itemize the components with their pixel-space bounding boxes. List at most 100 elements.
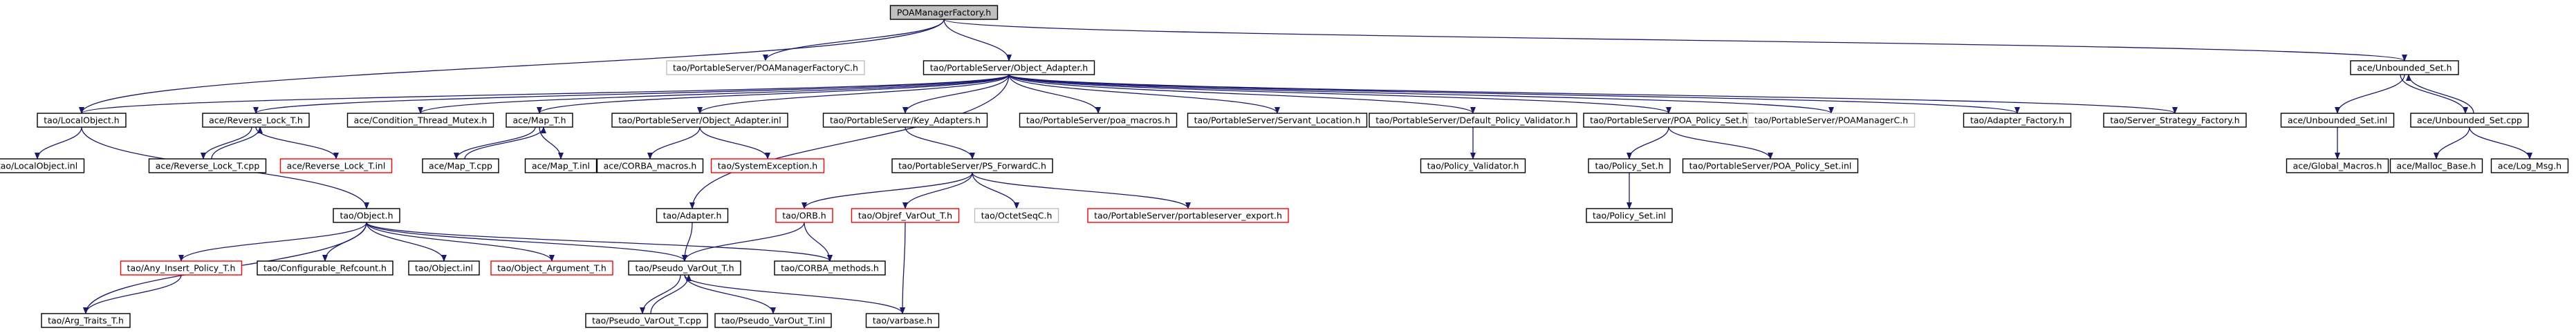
graph-edge-root-to-poamfc — [763, 19, 945, 61]
graph-node-pseudocpp[interactable]: tao/Pseudo_VarOut_T.cpp — [585, 313, 708, 328]
graph-node-label: ace/Reverse_Lock_T.inl — [287, 161, 386, 171]
graph-node-poapolsetinl[interactable]: tao/PortableServer/POA_Policy_Set.inl — [1682, 158, 1859, 173]
graph-edge — [801, 172, 973, 209]
graph-node-oah[interactable]: tao/PortableServer/Object_Adapter.h — [923, 60, 1095, 75]
graph-edge-revlock-to-revlockinl — [255, 126, 339, 160]
graph-node-orbh[interactable]: tao/ORB.h — [775, 208, 833, 223]
graph-node-globalmacros[interactable]: ace/Global_Macros.h — [2286, 158, 2389, 173]
graph-node-box — [524, 158, 597, 173]
graph-node-objecth[interactable]: tao/Object.h — [333, 208, 400, 223]
graph-node-box — [2490, 158, 2569, 173]
graph-edge-objvarout-to-varbase — [900, 222, 906, 314]
graph-edge — [1668, 126, 1773, 160]
graph-edge-unbsetcpp-to-mallocbase — [2434, 126, 2470, 160]
graph-node-revlockcpp[interactable]: ace/Reverse_Lock_T.cpp — [148, 158, 267, 173]
graph-node-localobjinl[interactable]: tao/LocalObject.inl — [0, 158, 85, 173]
graph-edge-objecth-to-objectinl — [366, 222, 447, 262]
graph-node-unbsetinl[interactable]: ace/Unbounded_Set.inl — [2280, 113, 2395, 128]
graph-node-unbset[interactable]: ace/Unbounded_Set.h — [2350, 60, 2459, 75]
graph-node-policysetinl[interactable]: tao/Policy_Set.inl — [1586, 208, 1673, 223]
graph-node-servantloc[interactable]: tao/PortableServer/Servant_Location.h — [1187, 113, 1368, 128]
graph-node-box — [891, 158, 1053, 173]
graph-node-box — [775, 208, 833, 223]
graph-node-logmsg[interactable]: ace/Log_Msg.h — [2490, 158, 2569, 173]
graph-node-varbase[interactable]: tao/varbase.h — [865, 313, 940, 328]
graph-edge — [650, 274, 692, 314]
graph-node-label: tao/Pseudo_VarOut_T.h — [635, 263, 734, 274]
graph-edge-localobj-to-localobjinl — [35, 126, 82, 160]
graph-node-box — [2280, 113, 2395, 128]
graph-node-mapcpp[interactable]: ace/Map_T.cpp — [422, 158, 499, 173]
graph-node-root[interactable]: POAManagerFactory.h — [889, 5, 999, 20]
graph-node-revlock[interactable]: ace/Reverse_Lock_T.h — [202, 113, 310, 128]
graph-node-mapt[interactable]: ace/Map_T.h — [506, 113, 573, 128]
graph-edge — [763, 19, 945, 61]
graph-node-box — [148, 158, 267, 173]
graph-node-box — [422, 158, 499, 173]
graph-node-mallocbase[interactable]: ace/Malloc_Base.h — [2389, 158, 2483, 173]
graph-edge — [366, 222, 687, 262]
graph-edge — [1008, 74, 1476, 114]
graph-edge — [684, 274, 776, 314]
graph-edge — [201, 126, 252, 160]
graph-node-mapinl[interactable]: ace/Map_T.inl — [524, 158, 597, 173]
graph-edge-psfwd-to-octetseq — [972, 172, 1019, 209]
graph-edge — [804, 222, 833, 262]
graph-node-label: tao/PortableServer/Servant_Location.h — [1194, 115, 1361, 126]
graph-node-corbamacros[interactable]: ace/CORBA_macros.h — [596, 158, 704, 173]
graph-node-localobj[interactable]: tao/LocalObject.h — [37, 113, 127, 128]
graph-node-psexport[interactable]: tao/PortableServer/portableserver_export… — [1087, 208, 1289, 223]
graph-node-label: tao/PortableServer/PS_ForwardC.h — [898, 161, 1046, 171]
graph-node-polvalidator[interactable]: tao/Policy_Validator.h — [1420, 158, 1526, 173]
graph-node-sysexc[interactable]: tao/SystemException.h — [710, 158, 825, 173]
graph-node-label: tao/PortableServer/Key_Adapters.h — [830, 115, 981, 126]
graph-edge — [689, 74, 1010, 209]
graph-edge — [682, 222, 805, 262]
graph-node-revlockinl[interactable]: ace/Reverse_Lock_T.inl — [279, 158, 393, 173]
graph-node-defpolval[interactable]: tao/PortableServer/Default_Policy_Valida… — [1369, 113, 1577, 128]
graph-node-oainl[interactable]: tao/PortableServer/Object_Adapter.inl — [611, 113, 788, 128]
graph-node-objectinl[interactable]: tao/Object.inl — [408, 260, 480, 276]
graph-node-pseudovarout[interactable]: tao/Pseudo_VarOut_T.h — [628, 260, 741, 276]
graph-node-unbsetcpp[interactable]: ace/Unbounded_Set.cpp — [2410, 113, 2529, 128]
graph-edge-pseudocpp-to-pseudovarout — [650, 274, 692, 314]
graph-node-box — [628, 260, 741, 276]
graph-node-argtraits[interactable]: tao/Arg_Traits_T.h — [41, 313, 131, 328]
graph-node-adapterfactory[interactable]: tao/Adapter_Factory.h — [1963, 113, 2072, 128]
graph-node-octetseq[interactable]: tao/OctetSeqC.h — [974, 208, 1059, 223]
graph-node-pseudoinl[interactable]: tao/Pseudo_VarOut_T.inl — [714, 313, 832, 328]
graph-node-policyset[interactable]: tao/Policy_Set.h — [1588, 158, 1671, 173]
graph-node-psfwd[interactable]: tao/PortableServer/PS_ForwardC.h — [891, 158, 1053, 173]
graph-node-label: tao/PortableServer/poa_macros.h — [1026, 115, 1170, 126]
graph-edge — [943, 19, 1012, 61]
graph-node-poamfc[interactable]: tao/PortableServer/POAManagerFactoryC.h — [666, 60, 865, 75]
graph-node-box — [923, 60, 1095, 75]
graph-edge-oah-to-poamc — [1008, 74, 1834, 114]
graph-edge — [464, 126, 546, 160]
graph-node-anyinsert[interactable]: tao/Any_Insert_Policy_T.h — [120, 260, 243, 276]
graph-node-label: tao/Objref_VarOut_T.h — [858, 211, 952, 221]
graph-node-corbamethods[interactable]: tao/CORBA_methods.h — [774, 260, 886, 276]
graph-edge — [2400, 74, 2468, 114]
graph-node-configref[interactable]: tao/Configurable_Refcount.h — [257, 260, 393, 276]
graph-node-adapterh[interactable]: tao/Adapter.h — [656, 208, 729, 223]
graph-node-label: tao/PortableServer/portableserver_export… — [1094, 211, 1282, 221]
graph-node-label: tao/PortableServer/POA_Policy_Set.h — [1590, 115, 1748, 126]
graph-node-keyadapters[interactable]: tao/PortableServer/Key_Adapters.h — [822, 113, 988, 128]
graph-node-poapolset[interactable]: tao/PortableServer/POA_Policy_Set.h — [1583, 113, 1754, 128]
graph-node-objvarout[interactable]: tao/Objref_VarOut_T.h — [851, 208, 960, 223]
graph-node-label: ace/Reverse_Lock_T.h — [209, 115, 303, 126]
graph-node-serverstrat[interactable]: tao/Server_Strategy_Factory.h — [2103, 113, 2247, 128]
graph-edge — [697, 74, 1010, 114]
graph-node-box — [1747, 113, 1916, 128]
graph-node-box — [506, 113, 573, 128]
graph-node-poamc[interactable]: tao/PortableServer/POAManagerC.h — [1747, 113, 1916, 128]
graph-node-label: tao/PortableServer/Object_Adapter.inl — [618, 115, 781, 126]
graph-edge — [1008, 74, 1101, 114]
graph-node-objarg[interactable]: tao/Object_Argument_T.h — [490, 260, 613, 276]
graph-node-label: ace/Map_T.h — [512, 115, 566, 126]
graph-node-poamacros[interactable]: tao/PortableServer/poa_macros.h — [1019, 113, 1178, 128]
graph-node-label: tao/PortableServer/Default_Policy_Valida… — [1375, 115, 1570, 126]
graph-node-condmutex[interactable]: ace/Condition_Thread_Mutex.h — [346, 113, 494, 128]
graph-edge — [366, 222, 447, 262]
